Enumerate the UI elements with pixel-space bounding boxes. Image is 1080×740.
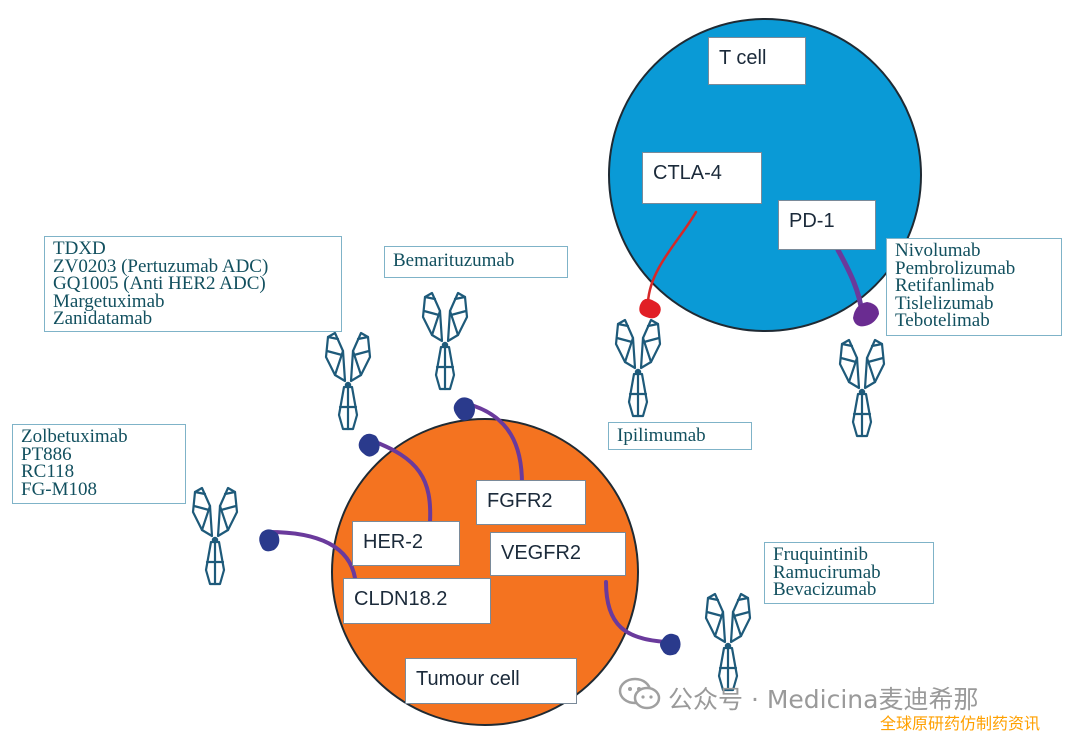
vegfr2-binding-blob — [660, 633, 681, 656]
drug-name: TDXD — [53, 238, 106, 259]
vegfr2-label: VEGFR2 — [490, 532, 626, 576]
fgfr2-link — [466, 402, 524, 486]
ctla4-link — [646, 210, 698, 304]
cldn-drug-list: Zolbetuximab PT886 RC118 FG-M108 — [12, 424, 186, 504]
drug-name: Bemarituzumab — [393, 250, 515, 271]
drug-name: Ramucirumab — [773, 561, 881, 583]
binding-blobs — [259, 298, 879, 656]
vegfr2-link — [604, 580, 670, 644]
watermark-text: 公众号 · Medicina麦迪希那 — [668, 685, 979, 714]
drug-name: Tebotelimab — [895, 310, 990, 331]
her2-link — [368, 438, 433, 524]
fgfr2-binding-blob — [453, 397, 475, 421]
pd1-drug-list: Nivolumab Pembrolizumab Retifanlimab Tis… — [886, 238, 1062, 336]
drug-name: Tislelizumab — [895, 292, 994, 314]
pd1-label: PD-1 — [778, 200, 876, 250]
cldn-binding-blob — [259, 529, 280, 552]
her2-binding-blob — [358, 433, 380, 457]
drug-name: Nivolumab — [895, 240, 981, 261]
drug-name: Margetuximab — [53, 290, 165, 312]
her2-antibody — [324, 331, 372, 431]
wechat-icon — [618, 677, 661, 710]
drug-name: PT886 — [21, 443, 72, 465]
drug-name: Fruquintinib — [773, 544, 869, 565]
t-cell-label: T cell — [708, 37, 806, 85]
ctla4-antibody — [614, 318, 662, 418]
pd1-antibody — [838, 338, 886, 438]
drug-name: RC118 — [21, 461, 75, 482]
drug-name: Bevacizumab — [773, 579, 877, 600]
ctla4-binding-blob — [639, 298, 661, 319]
fgfr2-antibody — [421, 291, 469, 391]
her2-label: HER-2 — [352, 521, 460, 566]
drug-name: GQ1005 (Anti HER2 ADC) — [53, 273, 266, 294]
drug-name: Zanidatamab — [53, 308, 153, 329]
cldn-link — [266, 530, 357, 580]
vegfr2-drug-list: Fruquintinib Ramucirumab Bevacizumab — [764, 542, 934, 604]
vegfr2-antibody — [704, 592, 752, 692]
binding-links — [266, 210, 865, 644]
drug-name: ZV0203 (Pertuzumab ADC) — [53, 255, 269, 277]
tumour-cell-label: Tumour cell — [405, 658, 577, 704]
drug-name: Zolbetuximab — [21, 426, 128, 447]
watermark-subtext: 全球原研药仿制药资讯 — [880, 714, 1041, 733]
ctla4-label: CTLA-4 — [642, 152, 762, 204]
cldn-label: CLDN18.2 — [343, 578, 491, 624]
drug-name: FG-M108 — [21, 478, 98, 500]
fgfr2-drug-list: Bemarituzumab — [384, 246, 568, 278]
t-cell-circle — [608, 18, 922, 332]
drug-name: Ipilimumab — [617, 425, 706, 446]
cldn-antibody — [191, 486, 239, 586]
her2-drug-list: TDXD ZV0203 (Pertuzumab ADC) GQ1005 (Ant… — [44, 236, 342, 332]
ctla4-drug-list: Ipilimumab — [608, 422, 752, 450]
drug-name: Retifanlimab — [895, 275, 995, 296]
pd1-binding-blob — [853, 302, 879, 327]
drug-name: Pembrolizumab — [895, 257, 1016, 279]
fgfr2-label: FGFR2 — [476, 480, 586, 525]
